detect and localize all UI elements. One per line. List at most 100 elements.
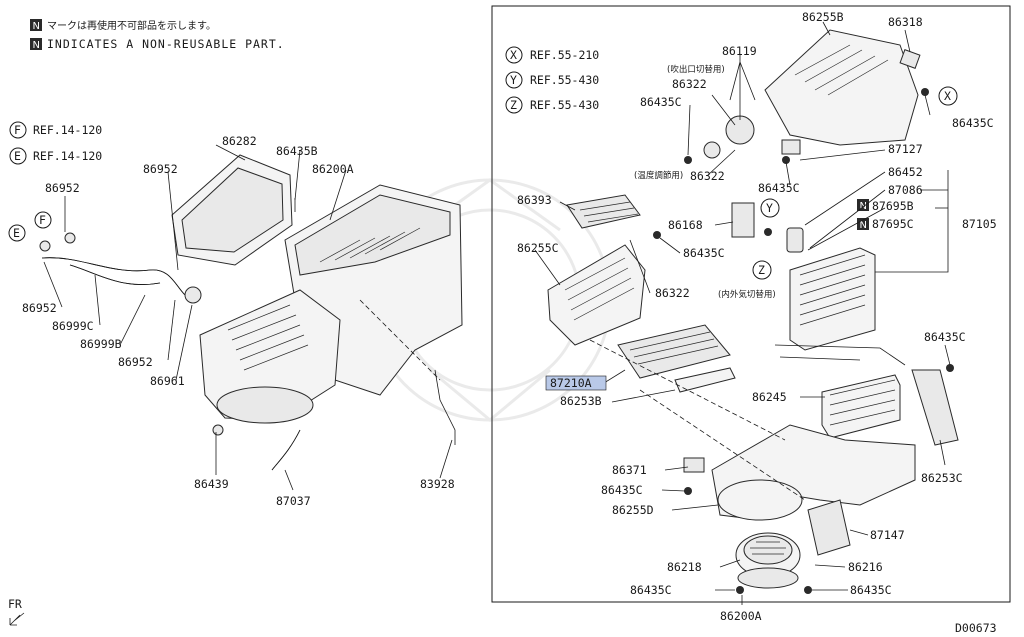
callout: 86119 [722,44,757,58]
bracket [911,369,959,446]
diagram-code: D00673 [955,621,997,635]
right-callouts: 86255B 86318 86119 (吹出口切替用) 86322 86435C… [517,10,997,623]
callout: 86439 [194,477,229,491]
note-japanese: マークは再使用不可部品を示します。 [47,19,216,32]
badge-n-icon [30,38,42,50]
ref-text: REF.14-120 [33,123,102,137]
expansion-valve [786,227,804,253]
temp-actuator [781,139,801,155]
marker-f: F [39,213,46,227]
blower-resistor [807,499,851,556]
marker-e: E [13,226,20,240]
callout: 86318 [888,15,923,29]
callout: 86435C [640,95,682,109]
blower-case [717,479,803,521]
callout: 86952 [118,355,153,369]
ref-list-right: X REF.55-210 Y REF.55-430 Z REF.55-430 [505,46,599,114]
callout: 86435C [630,583,672,597]
callout: 87105 [962,217,997,231]
badge-letter: N [33,40,40,51]
ref-text: REF.55-430 [530,73,599,87]
callout: 86435C [683,246,725,260]
note-english: INDICATES A NON-REUSABLE PART. [47,37,285,51]
callout: 86168 [668,218,703,232]
ref-letter: X [510,48,517,62]
fr-label: FR [8,597,22,611]
callout: 86322 [690,169,725,183]
assembly-dashed-lines [359,299,806,501]
callout: 86371 [612,463,647,477]
ref-text: REF.14-120 [33,149,102,163]
front-arrow-icon [9,612,25,626]
callout: 86435C [952,116,994,130]
callout: 86322 [672,77,707,91]
callout: 87127 [888,142,923,156]
marker-y: Y [766,201,773,215]
callout: 86253B [560,394,602,408]
callout: 86435C [758,181,800,195]
intake-case [547,244,646,346]
callout: 87695B [872,199,914,213]
marker-z: Z [758,263,765,277]
jp-note: (吹出口切替用) [667,64,725,75]
callout: 86253C [921,471,963,485]
callout: 86255B [802,10,844,24]
callout: 86435C [850,583,892,597]
callout: 86200A [720,609,762,623]
left-callouts: 86282 86435B 86200A 86952 86952 86952 86… [22,134,455,508]
non-reusable-note: N マークは再使用不可部品を示します。 N INDICATES A NON-RE… [30,19,285,51]
callout: 86255C [517,241,559,255]
badge-n-icon: N [860,220,867,231]
filter-cover [674,367,736,393]
callout: 86216 [848,560,883,574]
right-ref-markers: X Y Z N N [752,86,958,280]
ref-list-left: F REF.14-120 E REF.14-120 [9,121,102,165]
ref-letter: F [14,123,21,137]
callout: 86952 [45,181,80,195]
callout: 86393 [517,193,552,207]
callout: 86255D [612,503,654,517]
ref-letter: Y [510,73,517,87]
callout: 86435C [924,330,966,344]
callout: 87695C [872,217,914,231]
exploded-view-frame [491,5,1011,603]
left-leader-lines [43,144,453,491]
cabin-filter [617,324,731,379]
callout-highlighted: 87210A [550,376,592,390]
jp-note: (温度調節用) [634,170,683,181]
callout: 86200A [312,162,354,176]
servo-motor [899,49,921,69]
ref-text: REF.55-430 [530,98,599,112]
callout: 86961 [150,374,185,388]
callout: 86322 [655,286,690,300]
heater-core [821,374,901,439]
callout: 86999C [52,319,94,333]
ref-letter: Z [510,98,517,112]
marker-x: X [944,89,951,103]
ref-text: REF.55-210 [530,48,599,62]
callout: 86952 [22,301,57,315]
callout: 86452 [888,165,923,179]
front-arrow-indicator: FR [8,597,25,626]
grommet [184,286,202,304]
ref-letter: E [14,149,21,163]
filter-grill [566,194,641,229]
callout: 86999B [80,337,122,351]
callout: 86282 [222,134,257,148]
left-assembly [39,154,463,471]
damper-link [683,457,705,473]
callout: 87037 [276,494,311,508]
evaporator [789,247,876,351]
callout: 86218 [667,560,702,574]
callout: 86435B [276,144,318,158]
link-lever [725,115,755,145]
badge-letter: N [33,21,40,32]
left-ref-markers: E F [8,211,52,242]
callout: 87147 [870,528,905,542]
jp-note: (内外気切替用) [718,289,776,300]
badge-n-icon [30,19,42,31]
callout: 83928 [420,477,455,491]
callout: 86245 [752,390,787,404]
callout: 87086 [888,183,923,197]
